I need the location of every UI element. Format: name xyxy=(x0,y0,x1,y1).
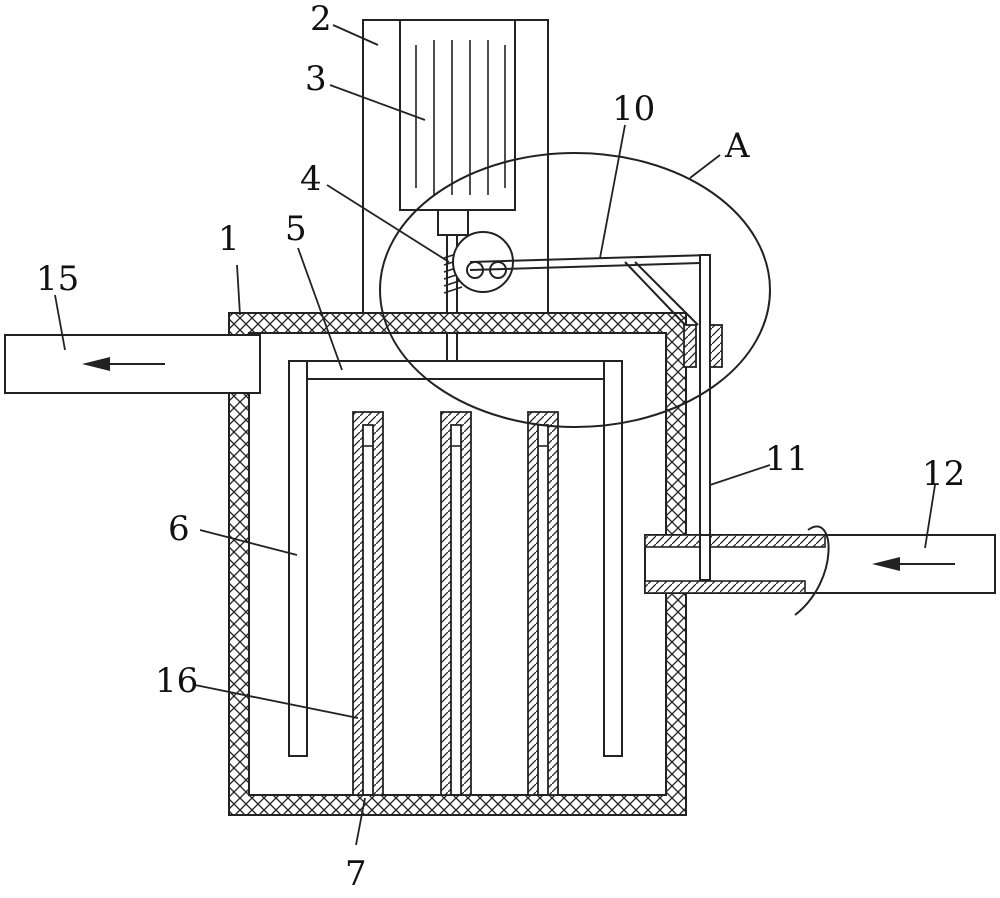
label-link-rod: 10 xyxy=(612,89,655,129)
leader-lines xyxy=(54,24,936,846)
outlet-pipe xyxy=(4,334,261,394)
label-motor: 3 xyxy=(305,59,327,99)
motor xyxy=(399,19,516,236)
label-outlet-pipe: 15 xyxy=(36,259,79,299)
detail-a-outline xyxy=(379,152,771,428)
side-blade xyxy=(288,360,623,757)
baffle-plate xyxy=(352,411,559,796)
label-valve-rod: 11 xyxy=(765,439,808,479)
label-detail-a: A xyxy=(724,126,750,166)
label-baffle-plate: 16 xyxy=(155,661,198,701)
label-shaft-worm: 4 xyxy=(300,159,322,199)
label-baffle-channel: 7 xyxy=(345,854,367,894)
link-rod xyxy=(469,254,711,331)
valve-rod xyxy=(683,254,723,581)
label-crossbar: 5 xyxy=(285,209,307,249)
label-inlet-pipe: 12 xyxy=(922,454,965,494)
housing xyxy=(228,312,687,816)
inlet-pipe xyxy=(644,525,996,616)
label-housing: 1 xyxy=(218,219,240,259)
label-motor-frame: 2 xyxy=(310,0,332,39)
label-side-blade: 6 xyxy=(168,509,190,549)
